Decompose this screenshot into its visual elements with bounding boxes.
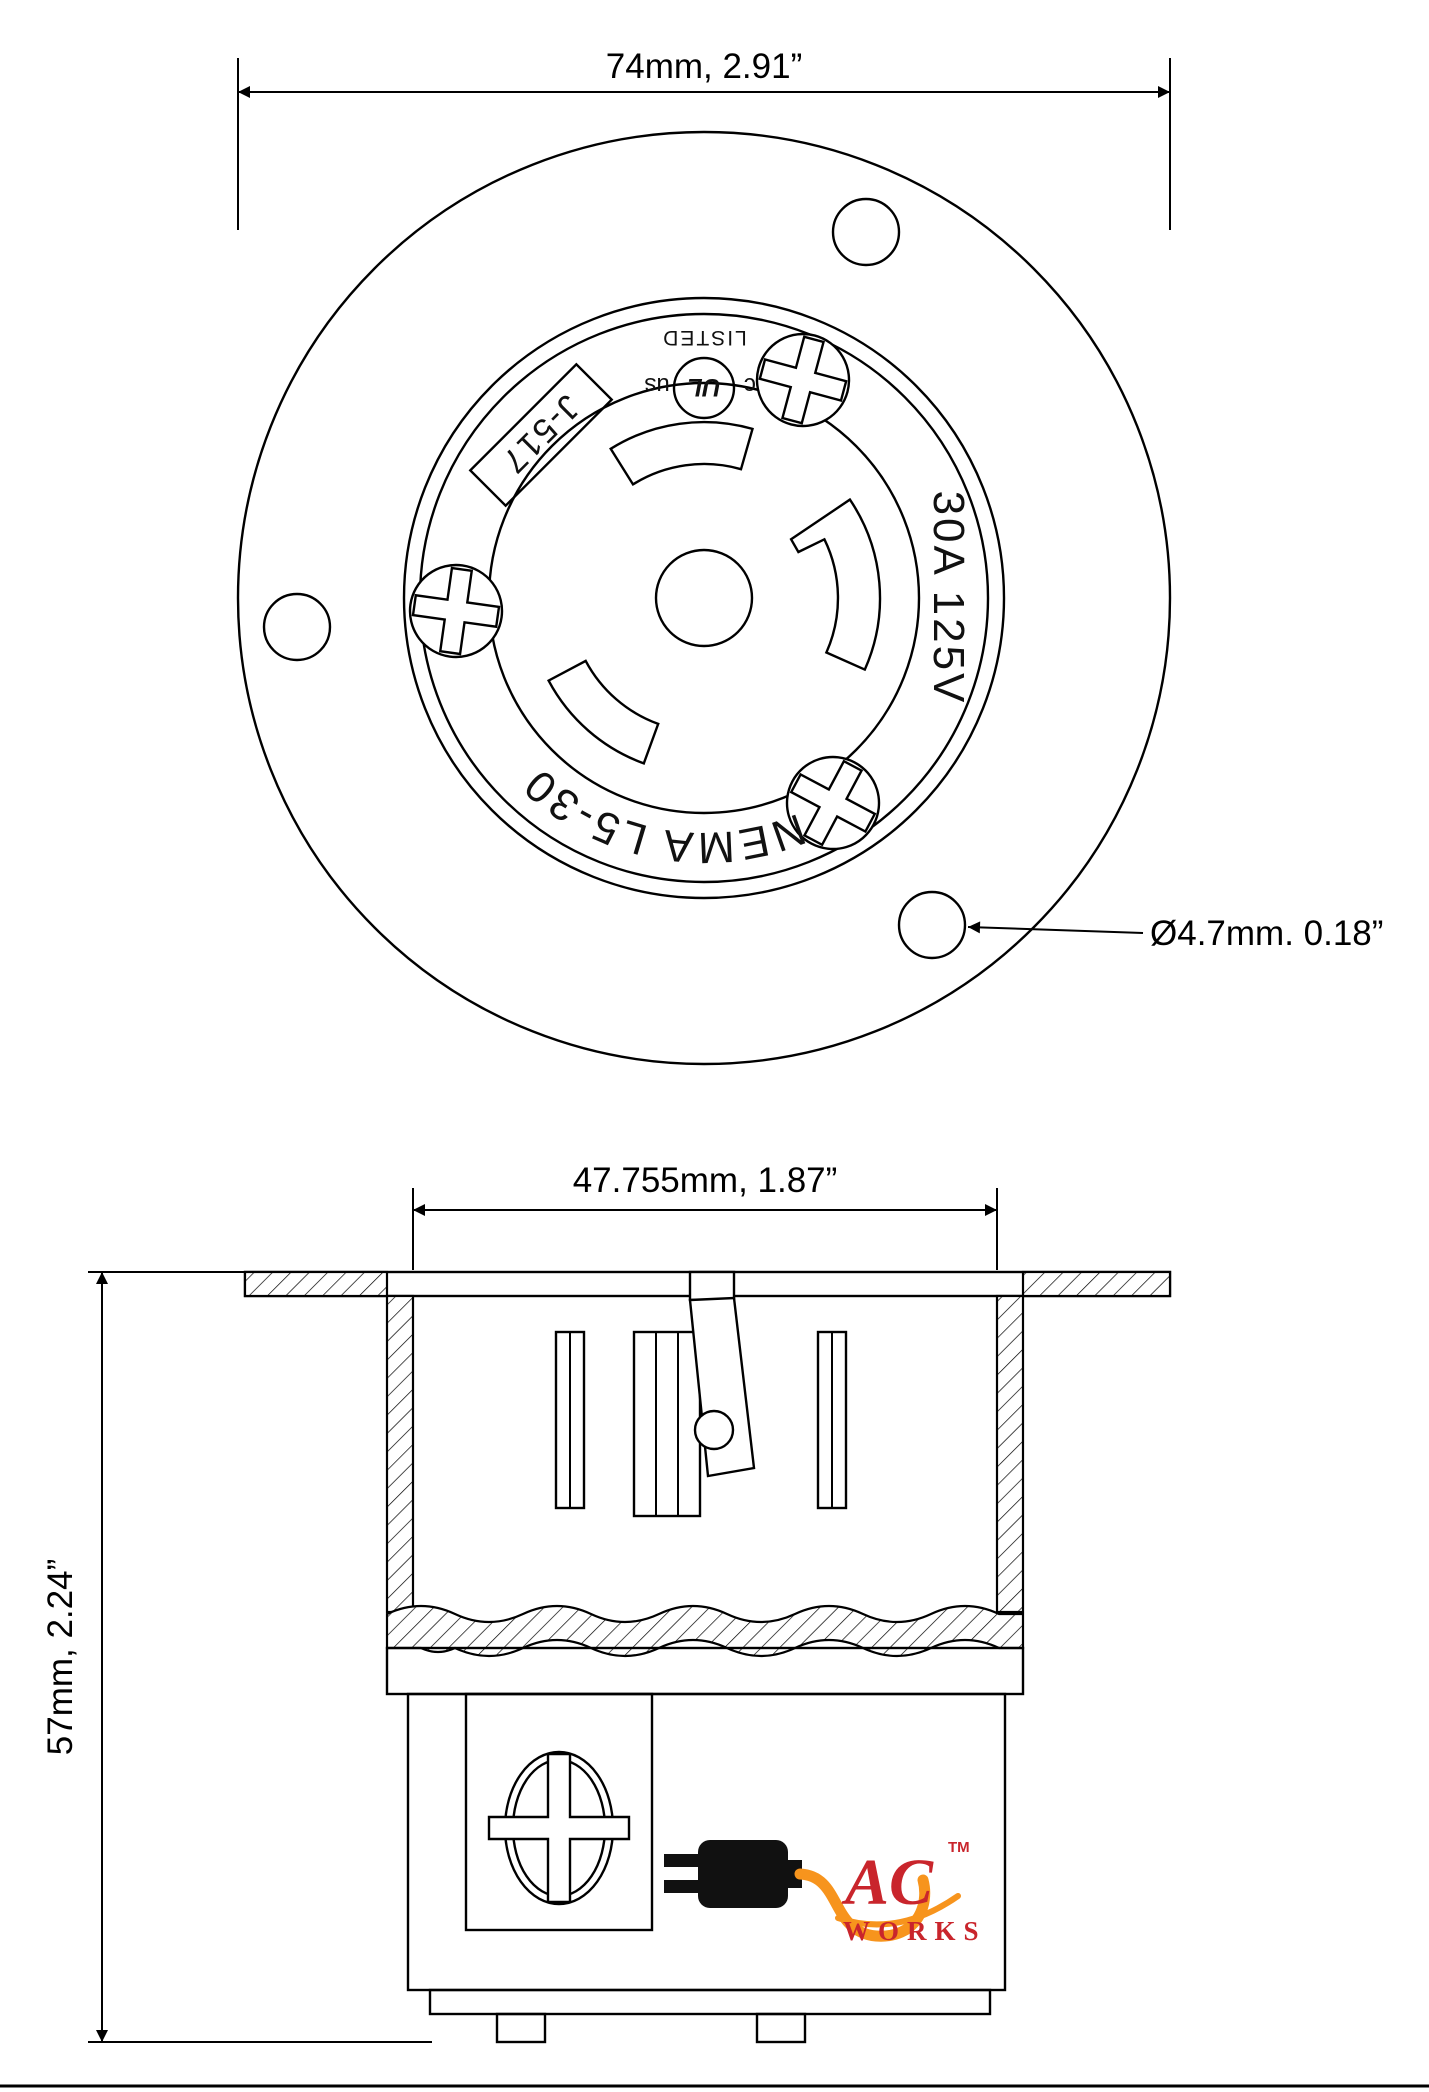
internal-contacts: [554, 1270, 848, 1518]
ul-listed-mark: UL c us LISTED: [644, 326, 756, 420]
plug-cord-stub: [786, 1860, 802, 1888]
ul-circle-icon: [672, 356, 736, 420]
flange-outer-circle: [236, 130, 1172, 1066]
bottom-tab-left: [495, 2012, 547, 2044]
dimension-height-side: 57mm, 2.24”: [41, 1271, 432, 2043]
code-stamp-box: [468, 362, 614, 508]
screw-left: [408, 563, 504, 659]
terminal-screw: [487, 1750, 631, 1906]
plug-prong-bottom: [664, 1880, 700, 1893]
dimension-height-label: 57mm, 2.24”: [41, 1559, 80, 1755]
mounting-hole-bottom: [897, 890, 967, 960]
dimension-hole-diameter: Ø4.7mm. 0.18”: [967, 914, 1383, 953]
contact-center: [632, 1330, 702, 1518]
center-hole: [654, 548, 754, 648]
blade-slots: [546, 420, 882, 765]
blade-slot-right-hooked: [789, 497, 882, 672]
top-view-flange-front: 74mm, 2.91”: [236, 47, 1383, 1066]
cup-wall-left: [385, 1294, 415, 1614]
logo-works-text: WORKS: [843, 1916, 987, 1946]
ul-logo-text: UL: [687, 373, 720, 401]
power-cord-icon: [794, 1868, 931, 1942]
mounting-hole-left: [262, 592, 332, 662]
ul-us-text: us: [644, 372, 669, 399]
mounting-hole-top: [831, 197, 901, 267]
ul-c-text: c: [744, 372, 756, 399]
rivet-hole: [693, 1409, 735, 1451]
phillips-cross-icon: [758, 335, 848, 425]
bottom-tab-right: [755, 2012, 807, 2044]
phillips-cross-icon: [411, 566, 501, 656]
side-section-view: 47.755mm, 1.87” 57mm, 2.24”: [41, 1161, 1172, 2044]
ac-works-logo: AC WORKS TM: [664, 1839, 987, 1946]
blade-slot-top: [609, 420, 754, 487]
dimension-width-side: 47.755mm, 1.87”: [412, 1161, 998, 1270]
logo-swoosh: [835, 1893, 961, 1928]
cup-wall-right: [995, 1294, 1025, 1614]
screw-top: [755, 332, 851, 428]
dimension-width-top: 74mm, 2.91”: [237, 47, 1171, 230]
flange-section-left: [243, 1270, 389, 1298]
face-markings: NEMA L5-30 30A 125V J-517 UL c us LISTED: [468, 326, 973, 872]
blade-slot-bottom-left: [546, 659, 660, 765]
bottom-strip: [428, 1988, 992, 2016]
receptacle-rim-outer-circle: [402, 296, 1006, 900]
phillips-cross-icon: [487, 1752, 631, 1904]
ul-listed-text: LISTED: [661, 326, 747, 349]
plug-prong-top: [664, 1854, 700, 1867]
nema-marking: NEMA L5-30: [513, 758, 811, 872]
hole-diameter-label: Ø4.7mm. 0.18”: [1150, 914, 1383, 953]
plug-body-icon: [698, 1840, 788, 1908]
leader-line: [967, 921, 1144, 934]
dimension-width-label: 47.755mm, 1.87”: [573, 1161, 838, 1200]
phillips-cross-icon: [789, 759, 877, 847]
flange-section-right: [1021, 1270, 1172, 1298]
screw-bottom: [785, 755, 881, 851]
ground-tab: [688, 1270, 736, 1302]
dimension-width-label: 74mm, 2.91”: [606, 47, 802, 86]
logo-tm-text: TM: [948, 1839, 970, 1856]
rating-marking: 30A 125V: [924, 491, 973, 706]
logo-ac-text: AC: [841, 1846, 934, 1919]
terminal-block: [464, 1692, 654, 1932]
